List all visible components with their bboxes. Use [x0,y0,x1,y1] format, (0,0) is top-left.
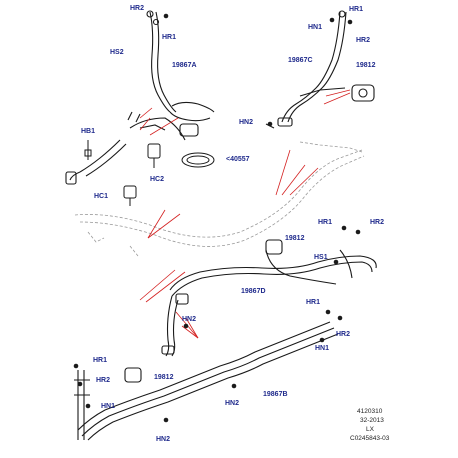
label-hs1: HS1 [314,254,328,261]
label-hn2-upper: HN2 [239,119,254,126]
label-hr1-lower-right: HR1 [306,299,321,306]
fasteners [73,13,361,423]
label-hn2-bottom: HN2 [156,436,171,443]
label-hn1-top-right: HN1 [308,24,323,31]
label-hn1-lower-right: HN1 [315,345,330,352]
label-19812-top: 19812 [356,62,376,69]
label-40557: <40557 [226,156,250,163]
footer-code: 4120310 [357,408,383,415]
label-hr2-mid-right: HR2 [370,219,385,226]
hose-19867c [265,10,375,129]
label-hr2-lower-left: HR2 [96,377,111,384]
label-hn1-lower-left: HN1 [101,403,116,410]
footer-date: 32-2013 [360,417,384,424]
part-40557-gasket [181,152,215,168]
label-hb1: HB1 [81,128,96,135]
label-hr2-top-left: HR2 [130,5,145,12]
label-hc2: HC2 [150,176,165,183]
label-19867a: 19867A [172,62,197,69]
label-hr1-top-left: HR1 [162,34,177,41]
label-hr1-top-right: HR1 [349,6,364,13]
label-hn2-lower-mid: HN2 [225,400,240,407]
leader-lines [139,89,351,339]
label-19812-lower: 19812 [154,374,174,381]
label-19812-mid: 19812 [285,235,305,242]
hose-19867d [161,239,377,357]
footer-ref: C0245843-03 [350,435,390,442]
dashed-outline [74,141,365,257]
label-hr1-lower-left: HR1 [93,357,108,364]
hose-19867b [74,321,339,441]
label-hr2-lower-right: HR2 [336,331,351,338]
label-hr2-top-right: HR2 [356,37,371,44]
part-hc2 [147,143,161,168]
label-hc1: HC1 [94,193,109,200]
part-hc1 [123,185,137,206]
label-19867c: 19867C [288,57,313,64]
label-19867d: 19867D [241,288,266,295]
part-hb1-bolt [84,140,92,160]
label-19867b: 19867B [263,391,288,398]
label-hn2-mid-left: HN2 [182,316,197,323]
label-hr1-mid-right: HR1 [318,219,333,226]
label-hs2: HS2 [110,49,124,56]
footer-model: LX [366,426,374,433]
